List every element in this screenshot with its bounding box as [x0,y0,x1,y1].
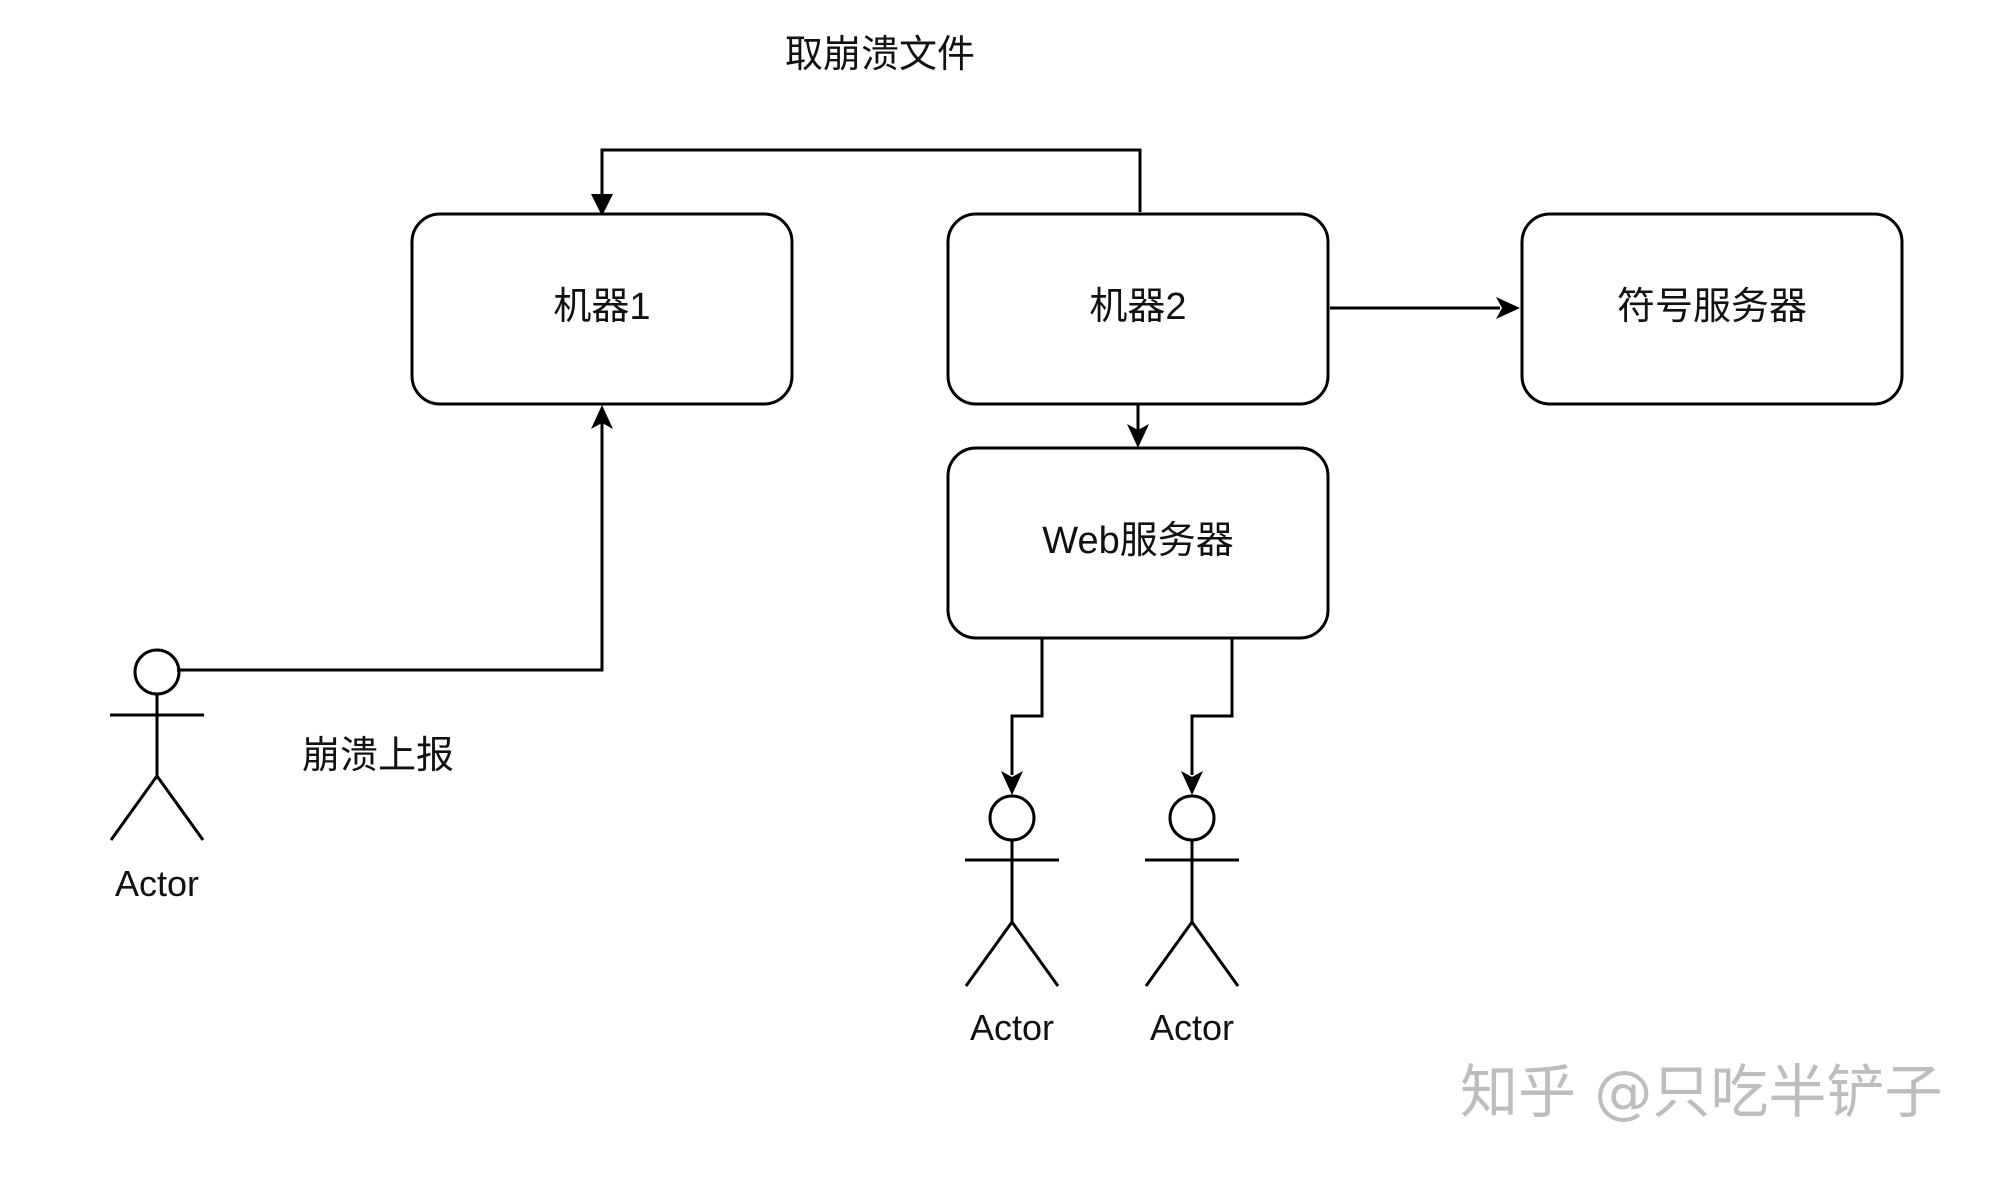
actor-3-label: Actor [1150,1007,1234,1048]
arrowhead-web-server [1127,424,1149,448]
fetch-crash-files-label: 取崩溃文件 [785,34,975,76]
arrowhead-machine1-top [591,194,613,216]
actor-3-head [1168,794,1216,842]
node-machine1: 机器1 [410,212,794,406]
node-web-server: Web服务器 [946,446,1330,640]
zhihu-watermark: 知乎 @只吃半铲子 [1460,1058,1942,1126]
actor-2-head [988,794,1036,842]
arrow-web-server-to-actor-3 [1190,636,1234,775]
actor-2-label: Actor [970,1007,1054,1048]
actor-1-left-leg [109,775,159,841]
arrowhead-actor-3 [1181,771,1203,795]
arrowhead-machine1-bottom [591,405,613,429]
symbol-server-label: 符号服务器 [1617,286,1807,328]
arrowhead-actor-2 [1001,771,1023,795]
actor-2-left-leg [964,921,1014,987]
machine2-label: 机器2 [1089,286,1186,328]
edge-web-server-to-actor-3 [1181,636,1234,795]
actor-1-right-leg [155,775,205,841]
machine2-box [946,212,1330,406]
arrow-machine2-to-machine1 [597,148,1142,212]
arrow-web-server-to-actor-2 [1010,636,1044,775]
node-machine2: 机器2 [946,212,1330,406]
machine1-box [410,212,794,406]
web-server-label: Web服务器 [1042,520,1233,562]
edge-web-server-to-actor-2 [1001,636,1044,795]
node-symbol-server: 符号服务器 [1520,212,1904,406]
web-server-box [946,446,1330,640]
edge-fetch-crash-files [591,148,1142,216]
actor-1-head [133,648,181,696]
machine1-label: 机器1 [553,286,650,328]
arrowhead-symbol-server [1496,297,1520,319]
actor-1: Actor [109,648,205,904]
edge-crash-report [177,405,613,672]
actor-3-left-leg [1144,921,1194,987]
actor-2-right-leg [1010,921,1060,987]
actor-3: Actor [1144,794,1240,1048]
edge-machine2-to-symbol-server [1330,297,1520,319]
arrow-actor-to-machine1 [177,420,604,672]
symbol-server-box [1520,212,1904,406]
actor-2: Actor [964,794,1060,1048]
actor-1-label: Actor [115,863,199,904]
crash-report-label: 崩溃上报 [302,735,454,777]
actor-3-right-leg [1190,921,1240,987]
edge-machine2-to-web-server [1127,404,1149,448]
